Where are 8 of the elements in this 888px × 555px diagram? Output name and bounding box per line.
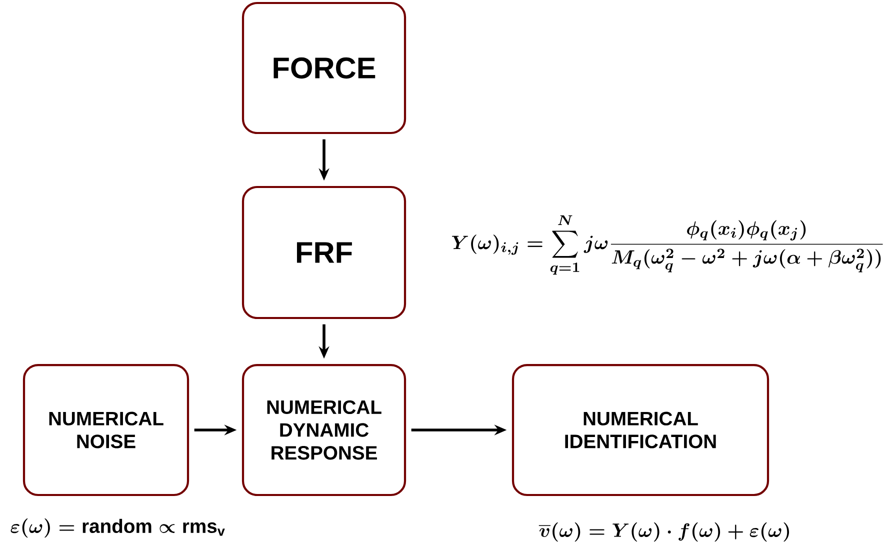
- formula: $\overline{v}(\omega)=Y(\omega)\cdot f(\omega)+\varepsilon(\omega)$: [538, 522, 790, 542]
- process-box: FRF: [242, 186, 406, 320]
- process-box: NUMERICAL DYNAMIC RESPONSE: [242, 364, 406, 496]
- process-box: NUMERICAL IDENTIFICATION: [512, 364, 770, 496]
- process-box: NUMERICAL NOISE: [22, 364, 190, 496]
- formula: $Y(\omega)_{i,j}=\sum_{q=1}^{N} j\omega\frac{\phi_q(x_i)\phi_q(x_j)}{M_q(\omega_q^2-\omega^2+j\omega(\alpha+\beta\omega_q^2))}$: [452, 215, 883, 275]
- process-box: FORCE: [242, 2, 406, 134]
- formula: $\varepsilon(\omega)=\mathrm{random}\propto\mathrm{rms}_{\mathrm{v}}$: [10, 518, 225, 538]
